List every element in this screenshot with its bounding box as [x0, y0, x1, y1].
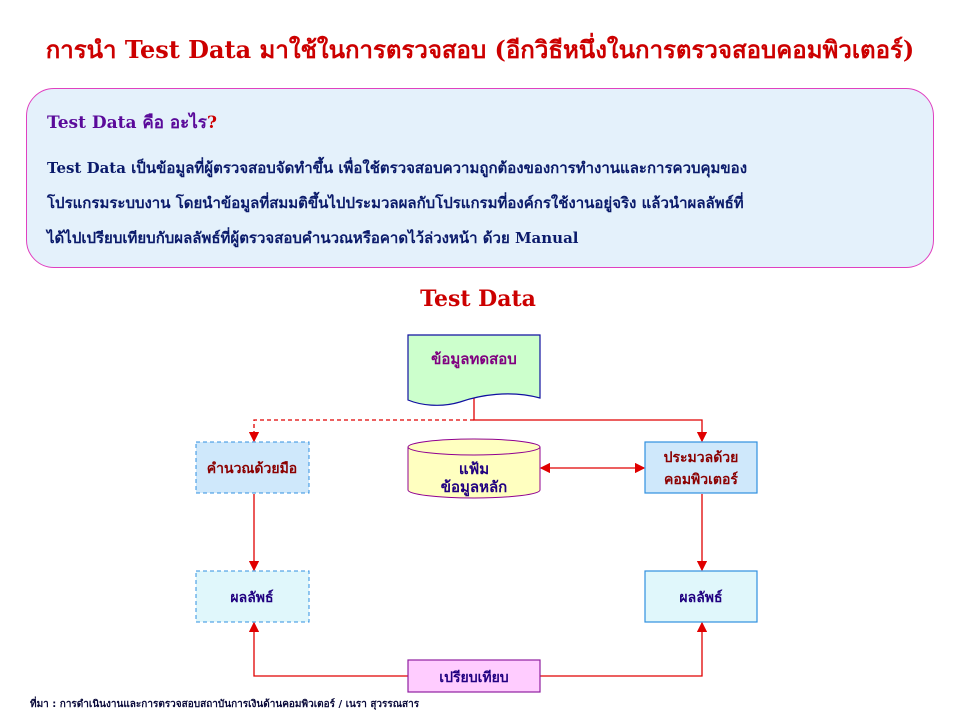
definition-line: โปรแกรมระบบงาน โดยนำข้อมูลที่สมมติขึ้นไป…: [47, 194, 744, 212]
connectors: [248, 398, 708, 677]
definition-text: Test Data เป็นข้อมูลที่ผู้ตรวจสอบจัดทำขึ…: [47, 151, 917, 256]
definition-box: Test Data คือ อะไร? Test Data เป็นข้อมูล…: [26, 88, 934, 268]
source-footer: ที่มา : การดำเนินงานและการตรวจสอบสถาบันก…: [30, 699, 420, 710]
page-title: การนำ Test Data มาใช้ในการตรวจสอบ (อีกวิ…: [45, 35, 915, 64]
question-mark: ?: [206, 113, 217, 133]
result-right-box: ผลลัพธ์: [644, 570, 758, 623]
computer-label-1: ประมวลด้วย: [664, 450, 739, 466]
result-left-label: ผลลัพธ์: [230, 589, 273, 606]
master-file-label-1: แฟ้ม: [459, 460, 489, 478]
definition-line: Test Data เป็นข้อมูลที่ผู้ตรวจสอบจัดทำขึ…: [47, 159, 748, 177]
test-data-label: ข้อมูลทดสอบ: [431, 350, 517, 369]
definition-question: Test Data คือ อะไร?: [47, 109, 217, 136]
computer-label-2: คอมพิวเตอร์: [664, 471, 738, 488]
compare-label: เปรียบเทียบ: [439, 670, 508, 686]
definition-line: ได้ไปเปรียบเทียบกับผลลัพธ์ที่ผู้ตรวจสอบค…: [47, 229, 579, 247]
question-text: Test Data คือ อะไร: [47, 113, 207, 133]
master-file-cylinder: แฟ้ม ข้อมูลหลัก: [407, 438, 541, 499]
manual-calc-box: คำนวณด้วยมือ: [195, 441, 310, 494]
diagram-title: Test Data: [420, 286, 536, 312]
result-left-box: ผลลัพธ์: [195, 570, 310, 623]
result-right-label: ผลลัพธ์: [679, 589, 722, 606]
computer-process-box: ประมวลด้วย คอมพิวเตอร์: [644, 441, 758, 494]
manual-calc-label: คำนวณด้วยมือ: [207, 461, 297, 477]
compare-box: เปรียบเทียบ: [407, 659, 541, 693]
master-file-label-2: ข้อมูลหลัก: [441, 478, 508, 497]
test-data-document: ข้อมูลทดสอบ: [407, 334, 541, 406]
